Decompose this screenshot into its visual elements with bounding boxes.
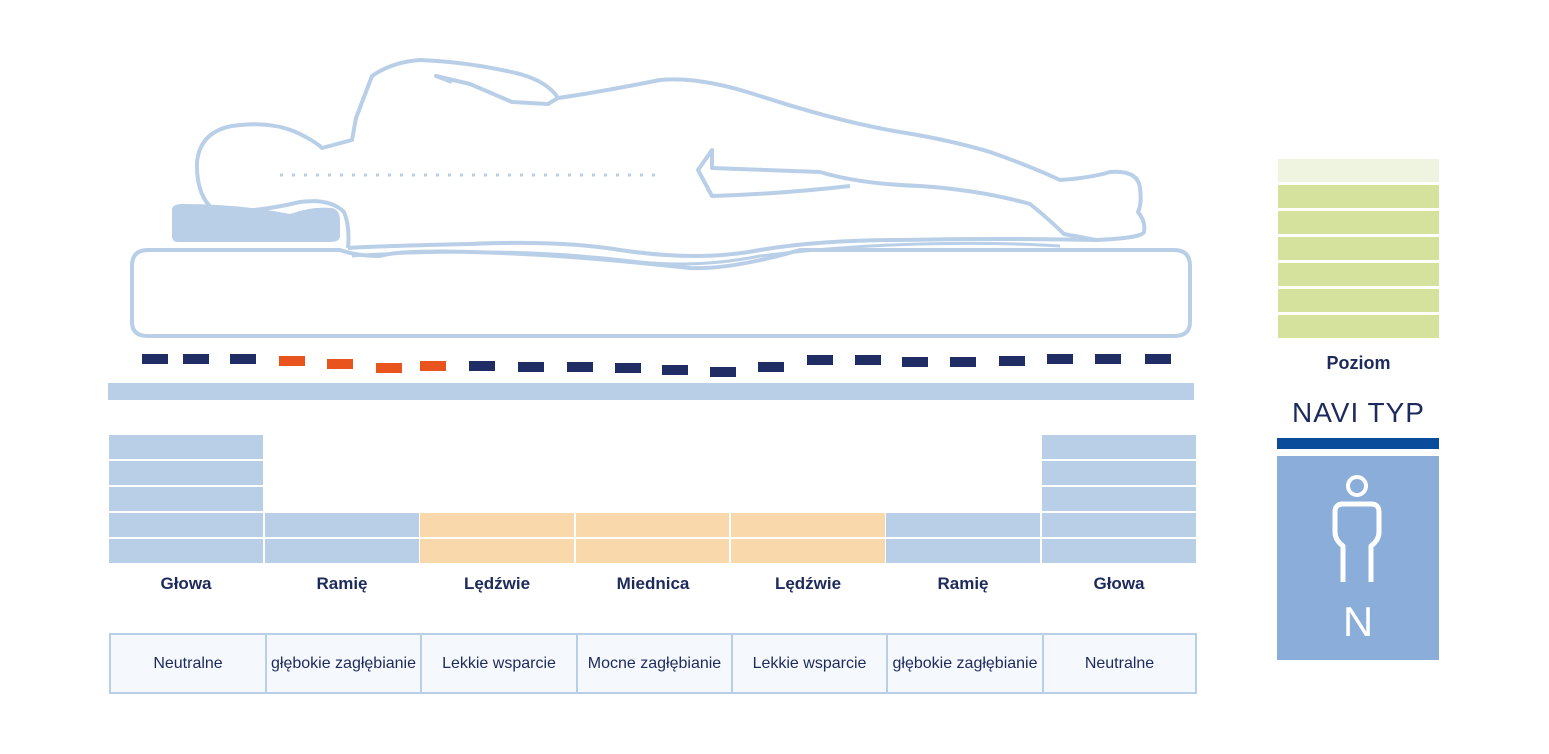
zone-layer (731, 513, 885, 537)
zone-layer (109, 539, 263, 563)
zone-layer (1042, 435, 1196, 459)
support-dash (615, 363, 641, 373)
body-top (557, 77, 1147, 242)
zone-label-ledzwie-left: Lędźwie (463, 574, 531, 593)
level-bar (1278, 237, 1439, 260)
desc-cell: Lekkie wsparcie (422, 635, 578, 692)
level-bar (1278, 159, 1439, 182)
level-label: Poziom (1326, 353, 1391, 373)
zone-layer (109, 461, 263, 485)
support-dash (279, 356, 305, 366)
zone-layer (576, 513, 729, 537)
pillow (172, 204, 340, 242)
desc-cell: głębokie zagłębianie (267, 635, 422, 692)
support-dash (469, 361, 495, 371)
zone-label-miednica: Miednica (616, 574, 690, 593)
zone-label-ledzwie-right: Lędźwie (774, 574, 842, 593)
support-dash (518, 362, 544, 372)
desc-cell: Mocne zagłębianie (578, 635, 733, 692)
zone-layer (1042, 487, 1196, 511)
support-dash (855, 355, 881, 365)
zone-layer (576, 539, 729, 563)
desc-cell: głębokie zagłębianie (888, 635, 1044, 692)
zone-layer (109, 513, 263, 537)
support-dash (1095, 354, 1121, 364)
support-dash (662, 365, 688, 375)
zone-label-glowa-left: Głowa (160, 574, 212, 593)
zone-layer (1042, 461, 1196, 485)
person-icon (1332, 475, 1382, 582)
zone-layer (109, 435, 263, 459)
support-dash (902, 357, 928, 367)
support-dash (950, 357, 976, 367)
zone-layer (731, 539, 885, 563)
support-dash (567, 362, 593, 372)
zone-layer (1042, 513, 1196, 537)
support-dash (1047, 354, 1073, 364)
zone-layer (265, 513, 419, 537)
support-dash (376, 363, 402, 373)
support-dash (230, 354, 256, 364)
desc-cell: Lekkie wsparcie (733, 635, 888, 692)
product-name: NAVI TYP (1291, 397, 1425, 428)
level-bar (1278, 315, 1439, 338)
zone-layer (886, 513, 1040, 537)
desc-cell: Neutralne (111, 635, 267, 692)
support-dash (999, 356, 1025, 366)
zone-label-glowa-right: Głowa (1093, 574, 1145, 593)
head (194, 58, 560, 212)
support-dash (807, 355, 833, 365)
zone-layer (265, 539, 419, 563)
zone-layer (420, 513, 574, 537)
body-bottom-inner (351, 241, 1061, 266)
support-dash (142, 354, 168, 364)
level-bar (1278, 211, 1439, 234)
zone-label-ramie-right: Ramię (937, 574, 989, 593)
zone-layer (109, 487, 263, 511)
support-dash (420, 361, 446, 371)
support-dash (710, 367, 736, 377)
zone-layer (420, 539, 574, 563)
type-box: N (1277, 456, 1439, 660)
zone-layer (1042, 539, 1196, 563)
product-rule (1277, 438, 1439, 449)
level-bar (1278, 263, 1439, 286)
neck (213, 199, 351, 249)
support-dashes (142, 354, 1171, 377)
description-table: Neutralne głębokie zagłębianie Lekkie ws… (109, 633, 1197, 694)
type-letter: N (1342, 598, 1374, 645)
support-dash (1145, 354, 1171, 364)
zone-label-ramie-left: Ramię (316, 574, 368, 593)
support-dash (183, 354, 209, 364)
base-bar (108, 383, 1194, 400)
level-bar (1278, 185, 1439, 208)
desc-cell: Neutralne (1084, 654, 1155, 672)
support-dash (327, 359, 353, 369)
level-bar (1278, 289, 1439, 312)
body-bottom (347, 237, 1097, 258)
zone-layer (886, 539, 1040, 563)
support-dash (758, 362, 784, 372)
